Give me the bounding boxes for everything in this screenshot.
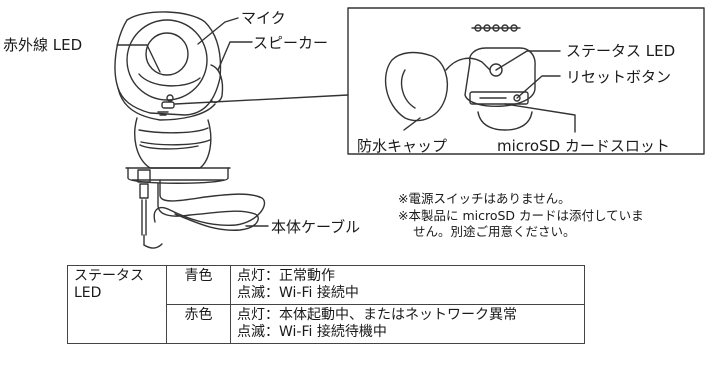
inset-slot-panel [464, 24, 536, 131]
desc-line: 点滅：Wi-Fi 接続待機中 [237, 324, 387, 340]
microsd-slot-label: microSD カードスロット [497, 137, 670, 155]
camera-head [114, 11, 224, 121]
status-led-label: ステータス LED [566, 42, 676, 60]
note-no-power-switch: ※電源スイッチはありません。 [398, 191, 571, 206]
leader-lines [116, 17, 349, 227]
inset-cap [384, 51, 491, 122]
desc-line: 点灯：正常動作 [237, 268, 335, 284]
waterproof-cap-label: 防水キャップ [357, 137, 448, 155]
status-header-text: ステータス [74, 268, 144, 284]
ir-led-label: 赤外線 LED [3, 36, 83, 54]
desc-cell-blue: 点灯：正常動作 点滅：Wi-Fi 接続中 [230, 265, 585, 305]
mic-label: マイク [241, 9, 286, 27]
status-led-header-cell: ステータス LED [67, 265, 167, 344]
desc-line: 点滅：Wi-Fi 接続中 [237, 285, 359, 301]
desc-cell-red: 点灯：本体起動中、またはネットワーク異常 点滅：Wi-Fi 接続待機中 [230, 304, 585, 344]
inset-leaders [403, 50, 576, 133]
table-row: ステータス LED 青色 点灯：正常動作 点滅：Wi-Fi 接続中 [67, 265, 585, 344]
status-header-text-2: LED [74, 285, 102, 301]
camera-stand [125, 117, 231, 184]
note-prepare-separately: せん。別途ご用意ください。 [413, 224, 576, 239]
table-row: 赤色 点灯：本体起動中、またはネットワーク異常 点滅：Wi-Fi 接続待機中 [68, 304, 585, 344]
body-cable-label: 本体ケーブル [271, 218, 361, 236]
color-cell-red: 赤色 [166, 304, 231, 344]
speaker-label: スピーカー [253, 34, 329, 52]
note-microsd-not-included: ※本製品に microSD カードは添付していま [398, 208, 644, 223]
reset-button-label: リセットボタン [566, 68, 672, 86]
desc-line: 点灯：本体起動中、またはネットワーク異常 [237, 307, 517, 323]
camera-cable [137, 169, 266, 249]
color-cell-blue: 青色 [166, 265, 231, 305]
status-led-table: ステータス LED 青色 点灯：正常動作 点滅：Wi-Fi 接続中 赤色 点灯：… [67, 265, 585, 344]
